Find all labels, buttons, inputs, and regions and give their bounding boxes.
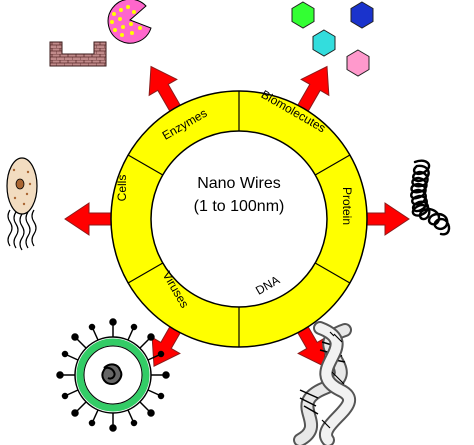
virus-capsid-ring <box>76 338 150 412</box>
hexagon-pink <box>346 49 370 77</box>
virus-icon <box>56 318 170 432</box>
ring-dividers <box>127 91 351 347</box>
arrows <box>64 65 410 368</box>
hexagon-green <box>291 1 315 29</box>
arrow-right <box>364 202 410 236</box>
cell-icon <box>6 157 38 251</box>
hexagon-cyan <box>312 29 336 57</box>
biomolecule-hexagons-icon <box>291 1 374 77</box>
cell-flagella <box>7 209 37 251</box>
ring <box>110 90 368 348</box>
center-subtitle: (1 to 100nm) <box>194 198 285 215</box>
segment-label-cells: Cells <box>115 175 129 202</box>
arrow-bottom-right <box>296 324 327 368</box>
protein-strand-icon <box>410 159 451 236</box>
center-title: Nano Wires <box>197 175 281 192</box>
cell-granules <box>12 168 32 206</box>
enzyme-dots <box>110 5 142 37</box>
arrow-left <box>64 202 114 236</box>
dna-ticks <box>321 331 345 429</box>
enzyme-brick-shape <box>49 41 107 67</box>
virus-core <box>101 363 123 386</box>
arrow-top-left <box>148 65 182 114</box>
enzyme-icon <box>49 0 152 67</box>
segment-label-protein: Protein <box>340 187 354 225</box>
hexagon-blue <box>350 1 374 29</box>
enzyme-pacman-shape <box>107 0 152 44</box>
arrow-top-right <box>296 65 330 114</box>
virus-spikes <box>56 318 170 432</box>
cell-nucleus <box>15 178 25 190</box>
dna-helix-icon <box>293 321 356 445</box>
